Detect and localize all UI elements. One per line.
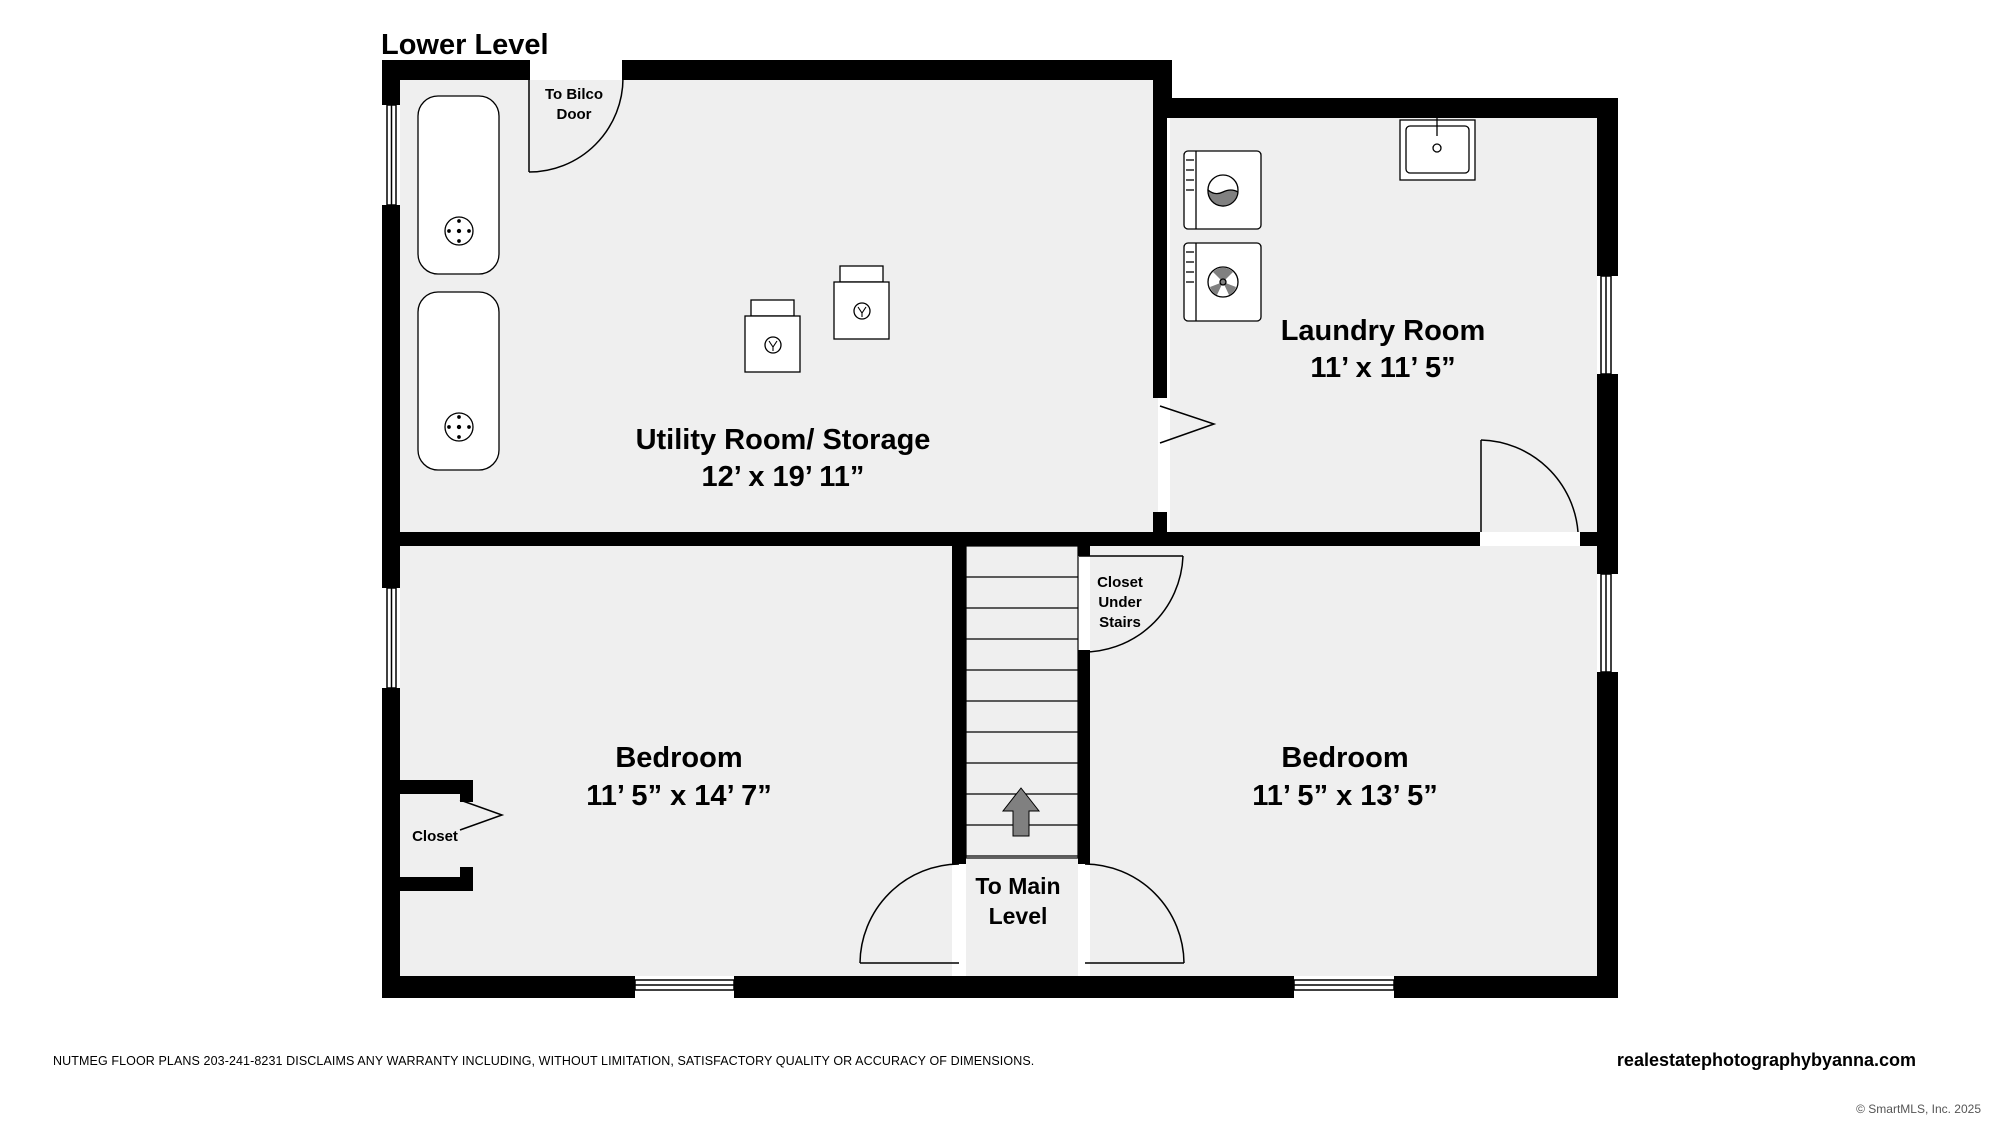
window-right-top bbox=[1600, 275, 1612, 375]
closet-door bbox=[459, 799, 505, 831]
laundry-sink bbox=[1399, 118, 1476, 181]
left-bedroom-name: Bedroom bbox=[615, 742, 742, 774]
left-bedroom-floor bbox=[400, 546, 952, 976]
utility-units bbox=[744, 265, 890, 373]
windows bbox=[386, 104, 1612, 991]
utility-room-name: Utility Room/ Storage bbox=[636, 424, 931, 456]
furnace-unit-right bbox=[833, 265, 890, 340]
disclaimer-text: NUTMEG FLOOR PLANS 203-241-8231 DISCLAIM… bbox=[53, 1054, 1035, 1068]
right-bedroom-name: Bedroom bbox=[1281, 742, 1408, 774]
left-bedroom-dims: 11’ 5” x 14’ 7” bbox=[586, 780, 771, 812]
laundry-interior-door bbox=[1159, 405, 1217, 444]
doors bbox=[459, 77, 1579, 964]
closet-label: Closet bbox=[412, 828, 458, 845]
to-main-level-label-line1: To Main bbox=[975, 873, 1060, 899]
laundry-room-dims: 11’ x 11’ 5” bbox=[1310, 352, 1455, 384]
dryer bbox=[1183, 242, 1262, 322]
bilco-door-label-line2: Door bbox=[557, 106, 592, 123]
washer bbox=[1183, 150, 1262, 230]
window-bottom-right bbox=[1293, 979, 1395, 991]
stair-closet-door bbox=[1078, 555, 1184, 653]
to-main-level-label-line2: Level bbox=[989, 903, 1048, 929]
closet-floor bbox=[400, 787, 460, 883]
stair-closet-label-line1: Closet bbox=[1097, 574, 1143, 591]
up-arrow-icon bbox=[1001, 787, 1041, 837]
tank-bottom bbox=[417, 291, 500, 471]
bilco-door bbox=[528, 77, 624, 173]
website-link[interactable]: realestatephotographybyanna.com bbox=[1616, 1050, 1916, 1070]
furnace-unit-left bbox=[744, 299, 801, 373]
tank-top bbox=[417, 95, 500, 275]
laundry-room-name: Laundry Room bbox=[1281, 315, 1486, 347]
water-tanks bbox=[417, 95, 500, 471]
window-right-bottom bbox=[1600, 573, 1612, 673]
stair-closet-label-line2: Under bbox=[1098, 594, 1142, 611]
stair-closet-label-line3: Stairs bbox=[1099, 614, 1141, 631]
bilco-door-label-line1: To Bilco bbox=[545, 86, 603, 103]
right-bedroom-floor bbox=[1090, 546, 1597, 976]
laundry-bedroom-door bbox=[1480, 439, 1579, 533]
plan-labels: Lower Level To Bilco Door Utility Room/ … bbox=[381, 29, 1485, 929]
exterior-walls bbox=[382, 60, 1618, 998]
right-bedroom-dims: 11’ 5” x 13’ 5” bbox=[1252, 780, 1437, 812]
laundry-appliances bbox=[1183, 150, 1262, 322]
interior-walls bbox=[400, 80, 1597, 891]
main-level-doors bbox=[859, 863, 1185, 964]
utility-room-dims: 12’ x 19’ 11” bbox=[702, 461, 865, 493]
window-left-top bbox=[386, 104, 397, 206]
copyright-text: © SmartMLS, Inc. 2025 bbox=[1856, 1102, 1981, 1116]
level-title: Lower Level bbox=[381, 29, 549, 61]
window-left-bottom bbox=[386, 587, 397, 689]
window-bottom-left bbox=[634, 979, 735, 991]
